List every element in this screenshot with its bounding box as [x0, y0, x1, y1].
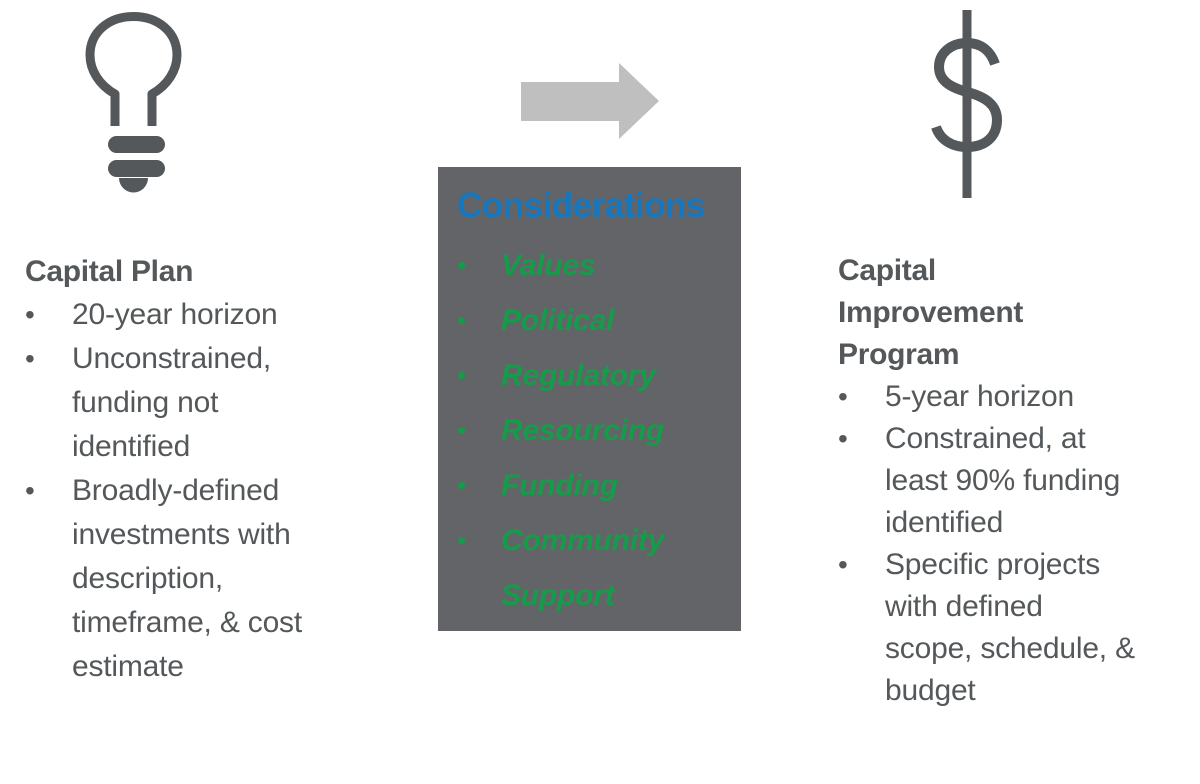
list-item: • 5-year horizon — [838, 376, 1138, 418]
considerations-title: Considerations — [457, 186, 705, 225]
considerations-box: Considerations • Values • Political • Re… — [438, 167, 741, 631]
list-item: • Values — [457, 238, 731, 293]
dollar-icon — [925, 10, 1009, 203]
bullet-marker: • — [457, 250, 467, 280]
bullet-text: Regulatory — [501, 359, 656, 392]
bullet-marker: • — [457, 360, 467, 390]
bullet-marker: • — [838, 381, 848, 412]
list-item: • Political — [457, 293, 731, 348]
bullet-text: Resourcing — [501, 414, 665, 447]
bullet-marker: • — [838, 549, 848, 580]
bullet-text: Political — [501, 304, 615, 337]
bullet-marker: • — [457, 525, 467, 555]
list-item: • Community Support — [457, 513, 731, 623]
bullet-text: 5-year horizon — [885, 380, 1074, 413]
bullet-text: Values — [501, 249, 596, 282]
bullet-text: Unconstrained, funding not identified — [72, 342, 271, 463]
bullet-text: Constrained, at least 90% funding identi… — [885, 422, 1121, 539]
bullet-text: 20-year horizon — [72, 298, 278, 331]
bullet-text: Broadly-defined investments with descrip… — [72, 474, 302, 683]
bullet-marker: • — [457, 305, 467, 335]
bullet-text: Community Support — [501, 524, 665, 612]
arrow-right-icon — [521, 63, 659, 140]
list-item: • Resourcing — [457, 403, 731, 458]
arrow-head — [619, 63, 659, 139]
bullet-marker: • — [457, 470, 467, 500]
list-item: • Constrained, at least 90% funding iden… — [838, 418, 1138, 544]
capital-plan-title: Capital Plan — [25, 255, 194, 288]
bullet-marker: • — [838, 423, 848, 454]
list-item: • Regulatory — [457, 348, 731, 403]
list-item: • 20-year horizon — [25, 293, 335, 337]
cip-section: Capital Improvement Program • 5-year hor… — [838, 250, 1138, 712]
bullet-marker: • — [457, 415, 467, 445]
capital-plan-list: • 20-year horizon • Unconstrained, fundi… — [25, 293, 335, 689]
arrow-shaft — [521, 82, 619, 121]
bullet-text: Specific projects with defined scope, sc… — [885, 548, 1135, 707]
list-item: • Unconstrained, funding not identified — [25, 337, 335, 469]
list-item: • Funding — [457, 458, 731, 513]
list-item: • Specific projects with defined scope, … — [838, 544, 1138, 712]
bullet-marker: • — [25, 299, 35, 330]
cip-list: • 5-year horizon • Constrained, at least… — [838, 376, 1138, 712]
bullet-marker: • — [25, 343, 35, 374]
bullet-marker: • — [25, 475, 35, 506]
considerations-list: • Values • Political • Regulatory • Reso… — [457, 238, 731, 623]
list-item: • Broadly-defined investments with descr… — [25, 469, 335, 689]
lightbulb-icon — [85, 12, 182, 201]
bullet-text: Funding — [501, 469, 618, 502]
capital-plan-section: Capital Plan • 20-year horizon • Unconst… — [25, 250, 335, 689]
cip-title: Capital Improvement Program — [838, 254, 1024, 371]
